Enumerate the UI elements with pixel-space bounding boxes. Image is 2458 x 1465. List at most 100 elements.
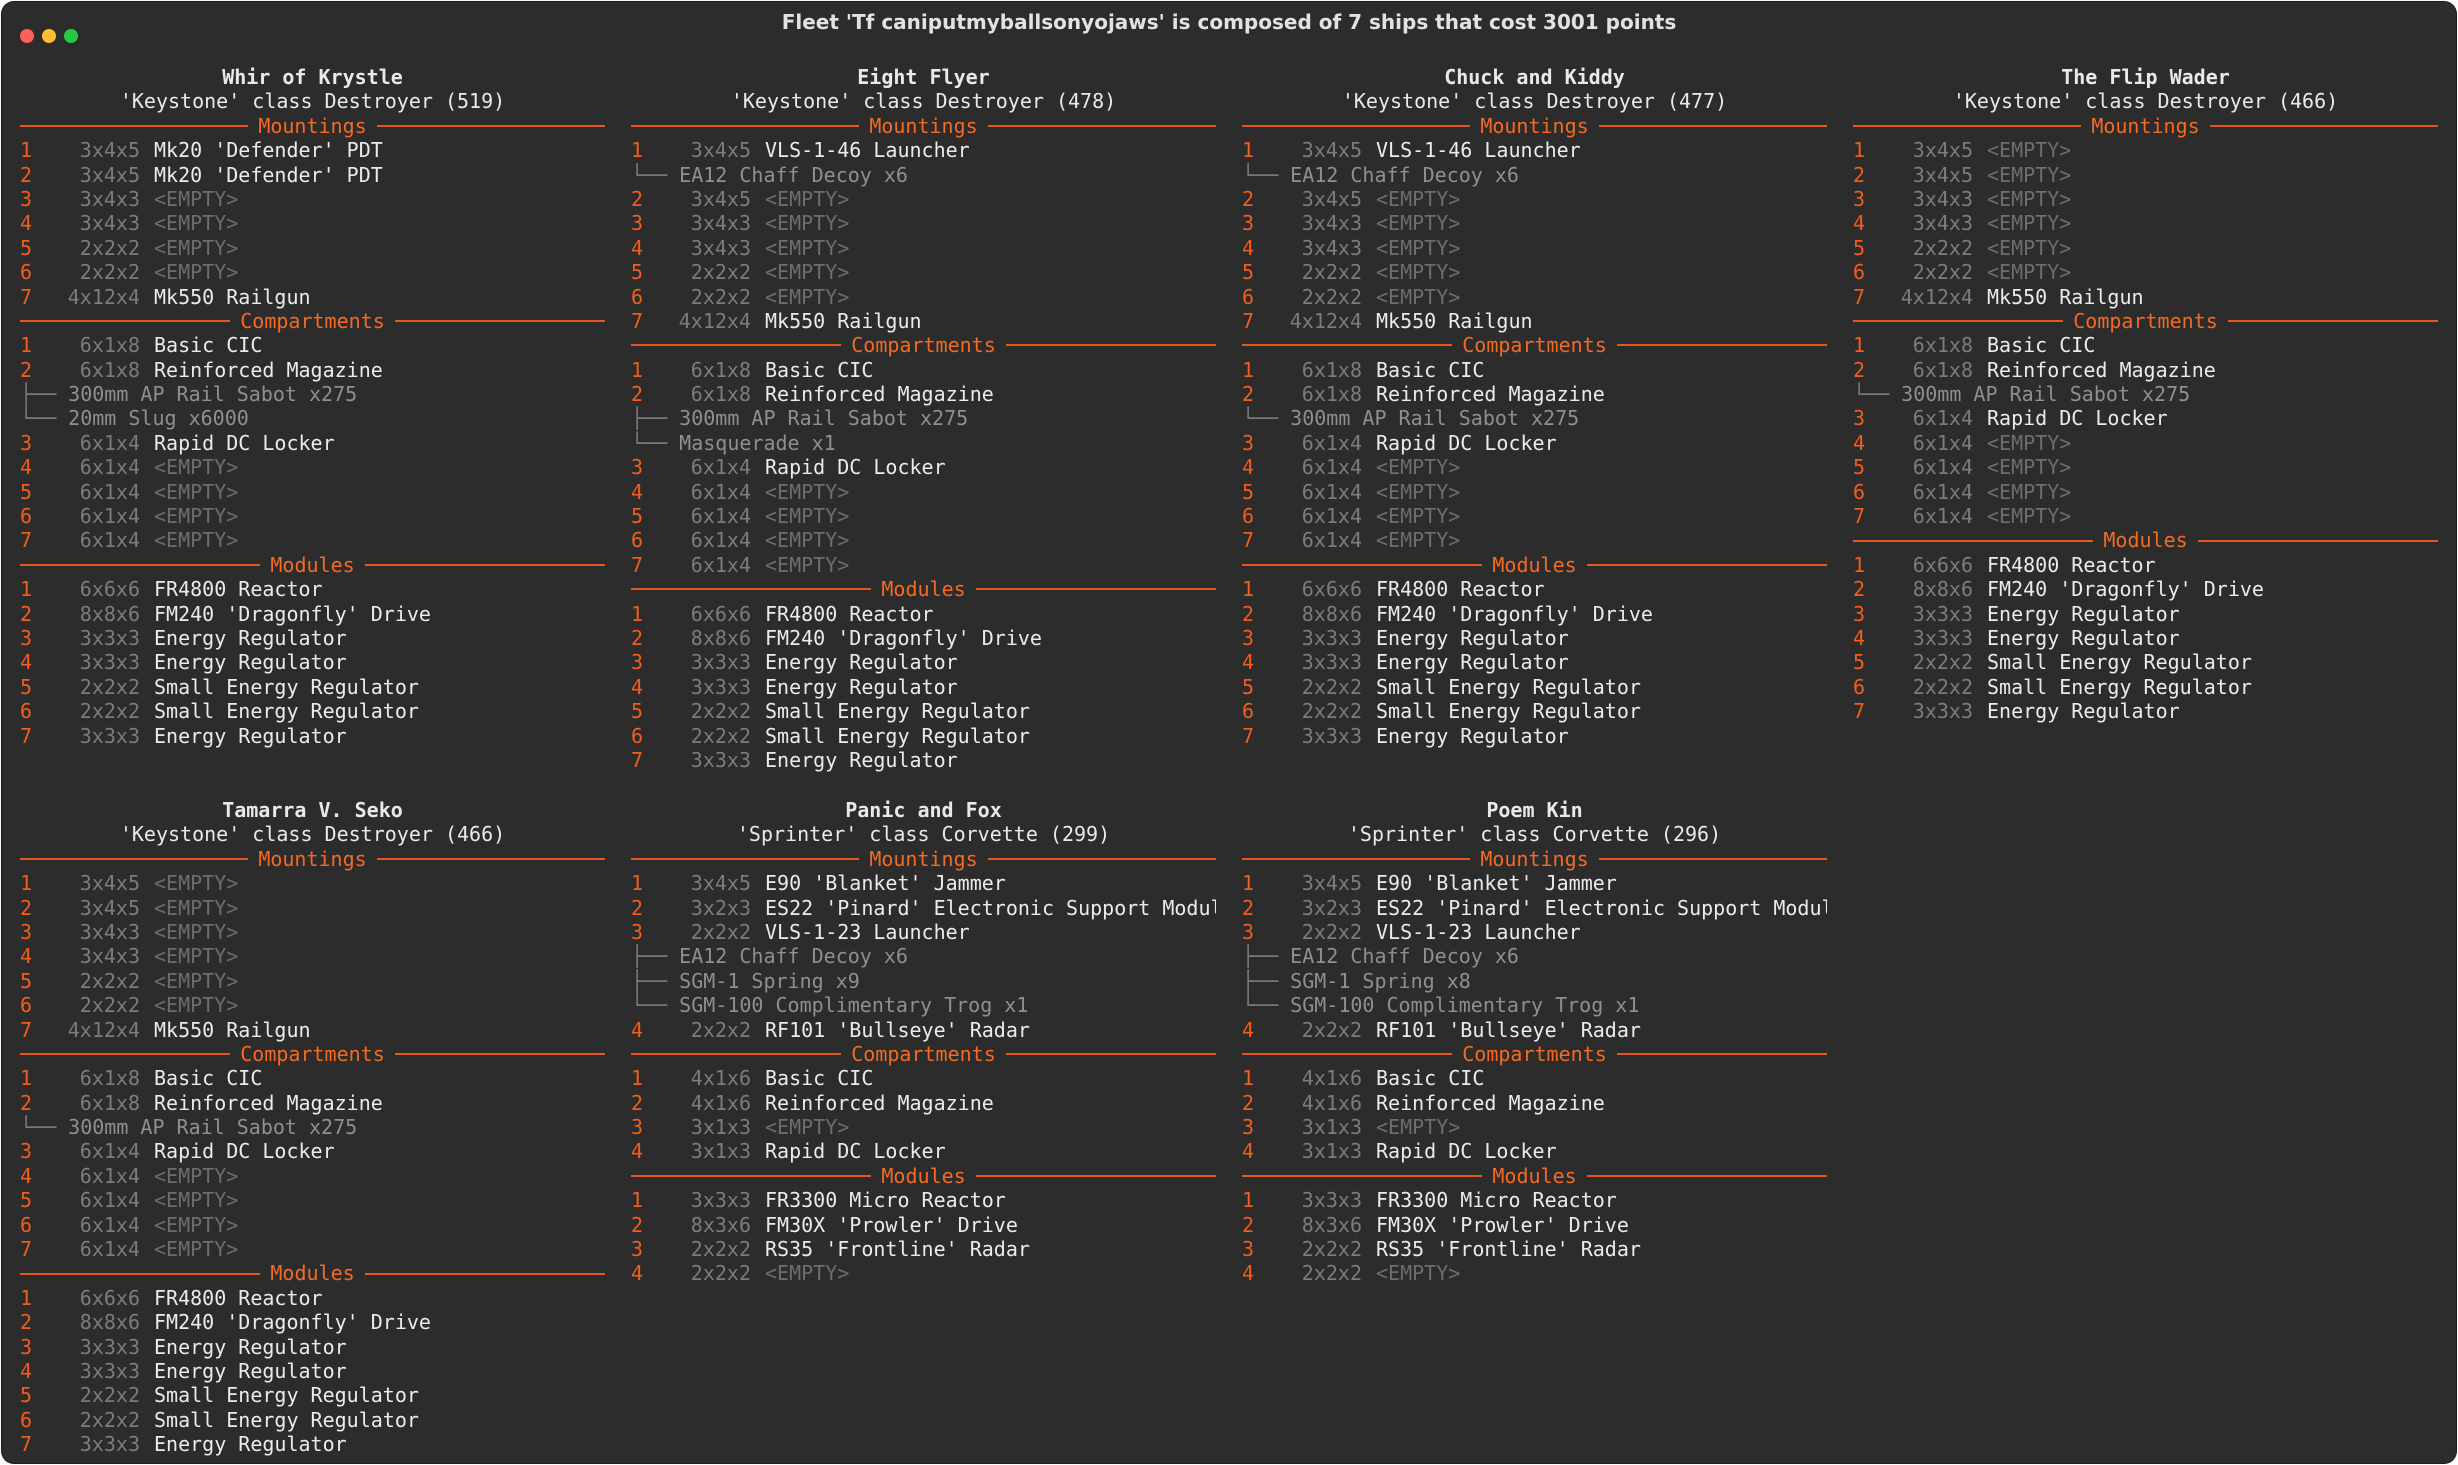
slot-size: 6x1x8 <box>79 1090 140 1115</box>
slot-item: <EMPTY> <box>154 1163 239 1188</box>
slot-item: Reinforced Magazine <box>765 382 994 407</box>
slot-index: 3 <box>20 919 33 944</box>
slot-index: 2 <box>20 162 33 187</box>
compartments-heading: Compartments <box>851 1041 996 1066</box>
slot-index: 3 <box>1242 211 1255 236</box>
compartments-divider: Compartments <box>20 1042 605 1066</box>
slot-item: <EMPTY> <box>154 186 239 211</box>
slot-size: 3x3x3 <box>79 723 140 748</box>
slot-item: FR4800 Reactor <box>1987 552 2156 577</box>
slot-size: 3x3x3 <box>690 674 751 699</box>
slot-index: 3 <box>631 211 644 236</box>
ship-class: 'Keystone' class Destroyer (478) <box>730 89 1117 114</box>
slot-size: 3x4x5 <box>1301 138 1362 163</box>
slot-index: 7 <box>631 308 644 333</box>
modules-divider: Modules <box>631 577 1216 601</box>
ship-name: Whir of Krystle <box>222 65 403 89</box>
slot-size: 2x2x2 <box>79 968 140 993</box>
modules-divider: Modules <box>631 1164 1216 1188</box>
tree-branch: └── <box>631 162 668 187</box>
slot-size: 3x3x3 <box>1301 650 1362 675</box>
slot-index: 7 <box>20 723 33 748</box>
ammo-entry: ├── EA12 Chaff Decoy x6 <box>1242 944 1827 968</box>
slot-index: 4 <box>1242 1261 1255 1286</box>
slot-item: <EMPTY> <box>154 993 239 1018</box>
slot-size: 3x4x3 <box>1301 211 1362 236</box>
slot-size: 6x6x6 <box>79 1285 140 1310</box>
slot-item: Mk550 Railgun <box>765 308 922 333</box>
slot-index: 1 <box>631 1066 644 1091</box>
title-bar: Fleet 'Tf caniputmyballsonyojaws' is com… <box>2 2 2456 43</box>
slot-index: 4 <box>20 211 33 236</box>
slot-size: 6x1x4 <box>79 1139 140 1164</box>
ship-class: 'Keystone' class Destroyer (466) <box>1952 89 2339 114</box>
slot-index: 2 <box>1242 1090 1255 1115</box>
slot-index: 1 <box>1242 577 1255 602</box>
ship-panel: Panic and Fox'Sprinter' class Corvette (… <box>631 798 1216 1286</box>
slot-size: 6x6x6 <box>1301 577 1362 602</box>
zoom-window-button[interactable] <box>64 29 78 43</box>
slot-index: 6 <box>20 993 33 1018</box>
slot-item: Reinforced Magazine <box>1376 382 1605 407</box>
slot-item: FM240 'Dragonfly' Drive <box>154 1310 431 1335</box>
slot-item: Rapid DC Locker <box>154 1139 335 1164</box>
slot-size: 2x2x2 <box>1912 650 1973 675</box>
window-controls <box>20 16 86 56</box>
ammo-entry: ├── EA12 Chaff Decoy x6 <box>631 944 1216 968</box>
slot-size: 6x1x4 <box>1301 430 1362 455</box>
tree-branch: └── <box>1242 162 1279 187</box>
slot-index: 1 <box>631 601 644 626</box>
slot-item: Energy Regulator <box>154 723 347 748</box>
slot-size: 6x1x4 <box>1301 479 1362 504</box>
close-window-button[interactable] <box>20 29 34 43</box>
slot-size: 6x1x4 <box>79 504 140 529</box>
slot-size: 6x1x8 <box>1301 382 1362 407</box>
slot-size: 3x4x3 <box>79 211 140 236</box>
slot-item: <EMPTY> <box>1376 284 1461 309</box>
tree-branch: ├── <box>631 944 668 969</box>
ship-class: 'Keystone' class Destroyer (519) <box>119 89 506 114</box>
slot-index: 4 <box>1242 1017 1255 1042</box>
slot-size: 3x3x3 <box>690 1188 751 1213</box>
slot-index: 5 <box>1242 479 1255 504</box>
slot-index: 2 <box>631 625 644 650</box>
slot-size: 3x3x3 <box>1912 625 1973 650</box>
slot-index: 7 <box>20 284 33 309</box>
slot-index: 1 <box>1242 1066 1255 1091</box>
ship-name: Chuck and Kiddy <box>1444 65 1625 89</box>
slot-index: 7 <box>20 1432 33 1457</box>
slot-item: Basic CIC <box>765 1066 874 1091</box>
slot-size: 2x2x2 <box>1301 699 1362 724</box>
slot-size: 3x3x3 <box>79 625 140 650</box>
modules-heading: Modules <box>881 577 966 602</box>
tree-branch: └── <box>631 993 668 1018</box>
ammo-item: SGM-1 Spring x9 <box>679 968 860 993</box>
slot-item: Reinforced Magazine <box>1376 1090 1605 1115</box>
slot-item: VLS-1-46 Launcher <box>1376 138 1581 163</box>
slot-size: 3x4x3 <box>690 235 751 260</box>
slot-index: 5 <box>1242 260 1255 285</box>
slot-size: 6x1x4 <box>79 430 140 455</box>
minimize-window-button[interactable] <box>42 29 56 43</box>
mountings-heading: Mountings <box>1480 846 1589 871</box>
slot-index: 5 <box>1853 235 1866 260</box>
modules-divider: Modules <box>20 553 605 577</box>
